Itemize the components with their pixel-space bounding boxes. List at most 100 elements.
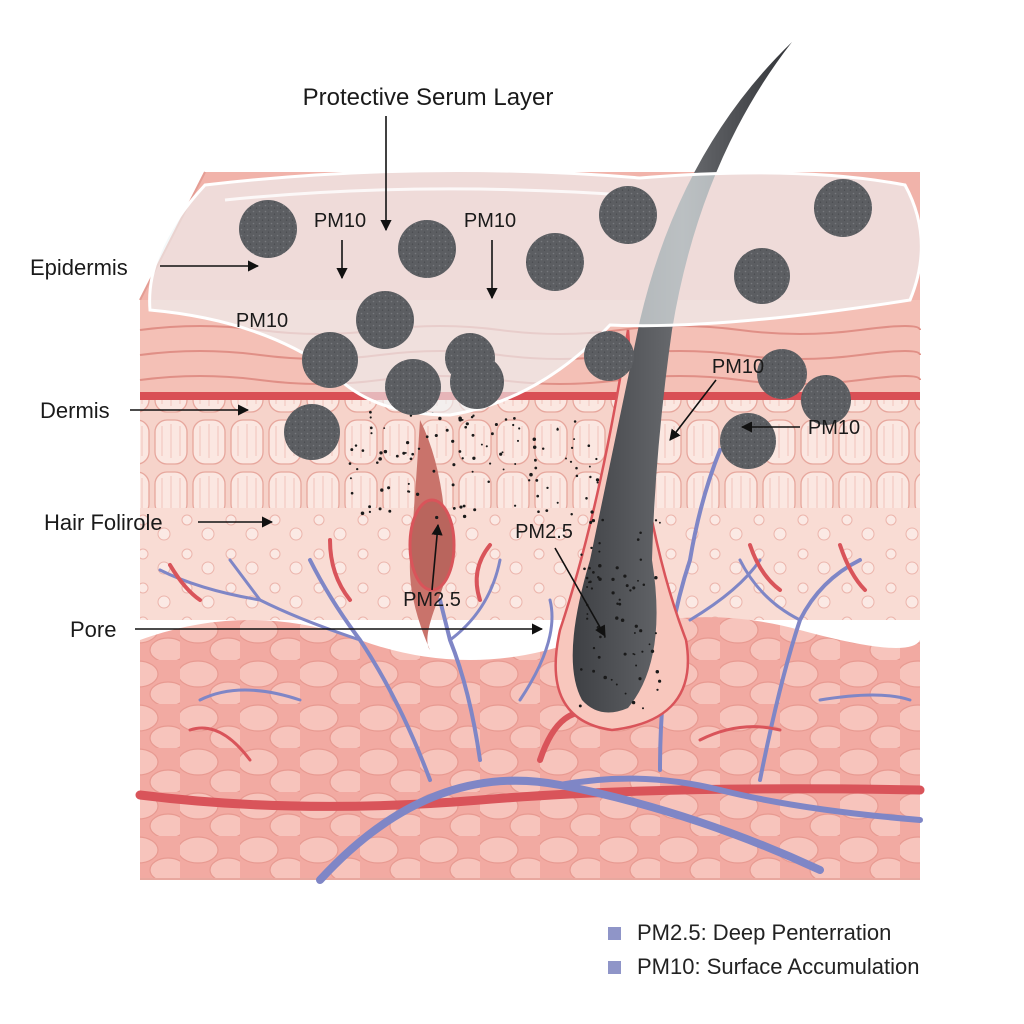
pm25-label: PM2.5 (515, 521, 573, 543)
pm25-dot (361, 449, 365, 452)
pm25-dot (369, 416, 372, 419)
pm25-dot (623, 574, 627, 578)
pm25-dot (598, 563, 602, 568)
pm25-dot (369, 410, 372, 414)
pm25-dot (407, 482, 410, 485)
pm25-dot (615, 616, 619, 620)
pm10-particle (302, 332, 358, 388)
pm25-dot (535, 479, 539, 482)
pm25-dot (529, 472, 533, 477)
dermis-cell-layer (140, 400, 920, 508)
pm25-dot (580, 553, 583, 556)
pm25-dot (586, 586, 589, 588)
pm10-label: PM10 (808, 417, 860, 439)
hypodermis-layer (140, 617, 920, 878)
pm25-dot (461, 418, 464, 421)
pm25-fine-particles (348, 410, 662, 710)
pm25-dot (516, 439, 520, 442)
pm25-dot (589, 580, 592, 584)
dermis-label: Dermis (40, 398, 110, 423)
pm25-dot (470, 415, 474, 419)
pm25-dot (487, 480, 490, 484)
pm25-dot (603, 675, 607, 680)
pm25-dot (585, 497, 588, 500)
pm25-dot (534, 458, 537, 462)
pm25-dot (580, 668, 583, 671)
pm25-dot (415, 492, 420, 496)
pm25-dot (586, 617, 589, 620)
pm25-dot (409, 414, 413, 417)
pm25-dot (435, 515, 439, 520)
pm25-dot (592, 646, 596, 650)
pm25-dot (611, 591, 615, 595)
pm25-dot (648, 643, 651, 646)
labels: Protective Serum Layer Epidermis Dermis … (30, 84, 860, 642)
pm25-dot (541, 447, 545, 450)
pm25-dot (598, 550, 601, 553)
pm25-dot (499, 452, 503, 456)
pm25-dot (407, 490, 410, 493)
pm25-dot (432, 469, 436, 473)
pm25-dot (504, 418, 508, 421)
pm25-dot (411, 452, 415, 456)
pm25-dot (545, 509, 549, 512)
pm25-dot (452, 506, 456, 510)
pm25-dot (586, 613, 589, 615)
pm25-dot (632, 652, 635, 655)
pm25-arrow-1 (554, 547, 606, 637)
pm25-dot (618, 602, 622, 606)
pm25-dot (494, 422, 498, 427)
pm25-dot (383, 449, 388, 454)
pm25-dot (485, 445, 488, 448)
pm25-dot (472, 456, 476, 460)
pm25-dot (512, 423, 515, 427)
pm25-dot (590, 546, 593, 550)
pm10-particle (734, 248, 790, 304)
pm25-dot (639, 629, 643, 633)
pm25-dot (417, 447, 421, 450)
pm10-label: PM10 (236, 310, 288, 332)
pm25-dot (461, 457, 464, 460)
pm25-dot (589, 475, 592, 479)
pm25-dot (556, 428, 559, 431)
pm10-particles (239, 179, 872, 469)
pm25-dot (569, 460, 573, 463)
pm25-dot (451, 483, 455, 487)
pm25-dot (624, 692, 627, 695)
pm25-dot (573, 438, 576, 441)
pm25-dot (589, 520, 593, 524)
pm25-dot (395, 454, 399, 458)
pm25-dot (658, 679, 662, 683)
pm10-label: PM10 (712, 356, 764, 378)
pm25-dot (650, 649, 655, 653)
pm25-dot (570, 513, 573, 516)
epidermis-label: Epidermis (30, 255, 128, 280)
pm25-dot (654, 632, 657, 635)
pm25-dot (615, 683, 618, 686)
pm25-dot (603, 635, 606, 638)
pm25-dot (654, 576, 658, 580)
pm25-dot (615, 566, 619, 570)
pm25-arrow-2 (431, 523, 443, 591)
pm25-dot (595, 457, 598, 461)
pm25-dot (618, 598, 621, 601)
pm25-dot (592, 669, 596, 673)
pm25-dot (620, 618, 625, 623)
pm25-dot (376, 461, 379, 464)
pm25-dot (585, 576, 589, 580)
pm25-dot (601, 518, 605, 522)
pm25-dot (471, 470, 474, 473)
pm10-particle (814, 179, 872, 237)
pm25-dot (638, 677, 642, 681)
pm25-dot (616, 602, 619, 606)
pm25-dot (639, 558, 643, 561)
legend-text: PM10: Surface Accumulation (637, 954, 920, 979)
pm25-dot (458, 416, 462, 421)
serum-layer-title: Protective Serum Layer (303, 84, 554, 111)
pm10-particle (584, 331, 634, 381)
pm25-dot (462, 504, 466, 508)
pm25-dot (445, 428, 449, 432)
pm25-dot (641, 650, 644, 653)
pm10-particle (398, 220, 456, 278)
